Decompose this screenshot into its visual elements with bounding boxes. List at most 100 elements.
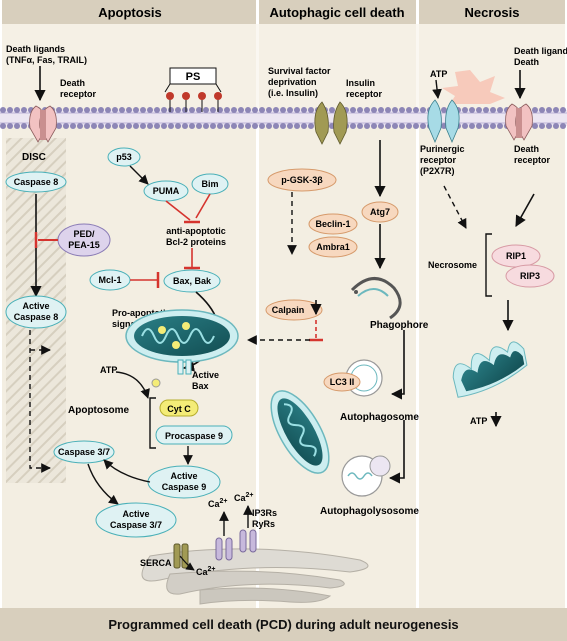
lipid-head <box>539 107 545 113</box>
lipid-head <box>357 123 363 129</box>
lipid-head <box>476 107 482 113</box>
lipid-head <box>140 107 146 113</box>
death-ligands-necrosis-label: Death ligands <box>514 46 567 56</box>
lipid-head <box>252 123 258 129</box>
pgsk-node <box>267 168 337 192</box>
lipid-head <box>63 123 69 129</box>
lipid-head <box>364 107 370 113</box>
ped-label: PED/ <box>73 229 95 239</box>
baxbak-node <box>163 269 221 293</box>
rip3-label: RIP3 <box>520 271 540 281</box>
lipid-head <box>147 123 153 129</box>
apoptosis-header: Apoptosis <box>98 5 162 20</box>
procaspase9-node <box>155 425 233 445</box>
lipid-head <box>217 123 223 129</box>
lipid-head <box>490 107 496 113</box>
lc3-node <box>323 372 361 392</box>
calcium-label-3: Ca2+ <box>196 566 216 577</box>
mitochondrion-necrosis <box>452 341 528 398</box>
lipid-head <box>56 123 62 129</box>
lipid-head <box>301 107 307 113</box>
lipid-head <box>70 123 76 129</box>
lipid-head <box>231 123 237 129</box>
lipid-head <box>259 107 265 113</box>
lipid-head <box>378 123 384 129</box>
lipid-head <box>21 123 27 129</box>
lipid-head <box>21 107 27 113</box>
lipid-head <box>441 107 447 113</box>
lipid-head <box>203 107 209 113</box>
calcium-label-1: Ca2+ <box>208 498 228 509</box>
lipid-head <box>539 123 545 129</box>
lipid-head <box>98 123 104 129</box>
plasma-membrane <box>0 107 567 129</box>
lipid-head <box>553 107 559 113</box>
lipid-head <box>280 123 286 129</box>
lipid-head <box>84 123 90 129</box>
lipid-head <box>168 123 174 129</box>
lipid-head <box>532 123 538 129</box>
necrosis-burst <box>442 70 505 104</box>
lipid-head <box>7 123 13 129</box>
active-caspase37-label: Active <box>122 509 149 519</box>
lipid-head <box>63 107 69 113</box>
lipid-head <box>266 123 272 129</box>
lipid-head <box>483 123 489 129</box>
beclin-label: Beclin-1 <box>315 219 350 229</box>
lipid-head <box>497 107 503 113</box>
autophagolysosome-shape <box>341 455 391 497</box>
lipid-head <box>112 107 118 113</box>
ps-label: PS <box>186 71 201 83</box>
serca-pump <box>173 543 189 569</box>
serca-label: SERCA <box>140 558 172 568</box>
lipid-head <box>140 123 146 129</box>
lipid-head <box>224 107 230 113</box>
death-ligands-necrosis-sub: Death <box>514 57 539 67</box>
autophagolysosome-label: Autophagolysosome <box>320 506 419 517</box>
lipid-head <box>210 123 216 129</box>
footer-title: Programmed cell death (PCD) during adult… <box>0 608 567 641</box>
lipid-head <box>14 123 20 129</box>
lipid-head <box>308 107 314 113</box>
baxbak-label: Bax, Bak <box>173 276 212 286</box>
lipid-head <box>238 107 244 113</box>
lipid-head <box>252 107 258 113</box>
necrosis-header: Necrosis <box>465 5 520 20</box>
lc3-label: LC3 II <box>330 377 355 387</box>
lipid-head <box>357 107 363 113</box>
lipid-head <box>483 107 489 113</box>
purinergic-label: Purinergic <box>420 144 465 154</box>
lipid-head <box>70 107 76 113</box>
lipid-head <box>546 123 552 129</box>
lipid-head <box>119 107 125 113</box>
active-caspase37-node <box>95 502 177 538</box>
lipid-head <box>189 123 195 129</box>
lipid-head <box>119 123 125 129</box>
calcium-label-2: Ca2+ <box>234 492 254 503</box>
lipid-head <box>161 123 167 129</box>
lipid-head <box>399 107 405 113</box>
rip1-label: RIP1 <box>506 251 526 261</box>
proapoptotic-label: Pro-apoptotic <box>112 308 171 318</box>
active-bax-label: Active <box>192 370 219 380</box>
lipid-head <box>560 107 566 113</box>
lipid-head <box>287 107 293 113</box>
lipid-head <box>420 123 426 129</box>
active-caspase37-sub: Caspase 3/7 <box>110 520 162 530</box>
lipid-head <box>273 123 279 129</box>
lipid-head <box>469 123 475 129</box>
lipid-head <box>161 107 167 113</box>
death-receptor-apoptosis <box>29 105 57 143</box>
death-receptor-sub: receptor <box>60 89 97 99</box>
lipid-head <box>224 123 230 129</box>
lipid-head <box>175 107 181 113</box>
phagophore-shape <box>350 277 402 320</box>
ambra-node <box>308 236 358 258</box>
lipid-head <box>84 107 90 113</box>
autophagosome-label: Autophagosome <box>340 412 419 423</box>
lipid-head <box>406 123 412 129</box>
lipid-head <box>154 123 160 129</box>
rip3-node <box>505 264 555 288</box>
endoplasmic-reticulum <box>141 548 369 605</box>
